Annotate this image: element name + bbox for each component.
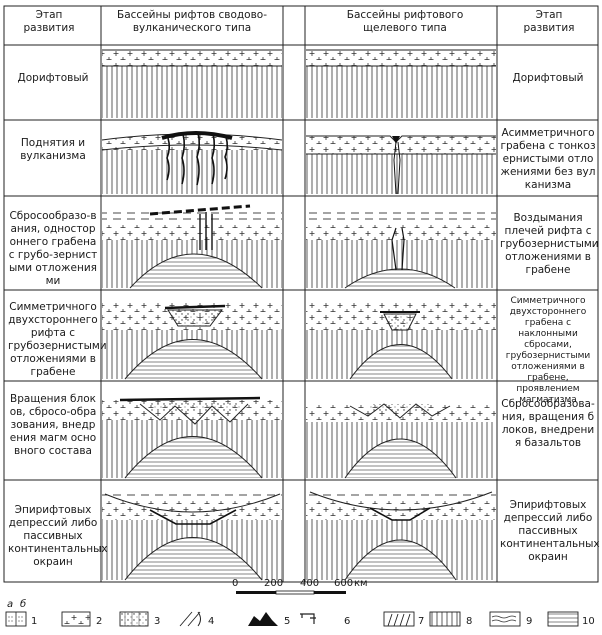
panel-row4-volcanic: [102, 300, 282, 379]
panel-row5-volcanic: [102, 398, 282, 478]
legend-sub-a: а: [7, 599, 13, 611]
legend-num-1: 1: [31, 616, 37, 628]
panel-row1-slit: [306, 50, 496, 118]
stage-left-6: Эпирифтовых депрессий либо пассивных кон…: [8, 504, 98, 569]
panel-row4-slit: [306, 302, 496, 379]
legend-num-3: 3: [154, 616, 160, 628]
scale-unit: км: [354, 578, 368, 590]
legend-num-10: 10: [582, 616, 595, 628]
panel-row3-volcanic: [102, 206, 282, 288]
stage-right-4: Симметричного двухстороннего грабена с н…: [500, 296, 596, 406]
scale-tick-200: 200: [264, 578, 283, 590]
panel-row6-volcanic: [102, 490, 282, 580]
stage-left-3: Сбросообразо-вания, одностороннего грабе…: [8, 210, 98, 288]
panel-row1-volcanic: [102, 50, 282, 118]
header-volcanic-basins: Бассейны рифтов сводово-вулканического т…: [104, 9, 280, 35]
header-stage-left: Этап развития: [12, 9, 86, 35]
header-slit-basins: Бассейны рифтового щелевого типа: [330, 9, 480, 35]
panel-row3-slit: [306, 212, 496, 288]
stage-right-3: Воздымания плечей рифта с грубозернистым…: [500, 212, 596, 277]
stage-right-5: Сбросообразова-ния, вращения блоков, вне…: [500, 398, 596, 450]
legend-num-2: 2: [96, 616, 102, 628]
legend-num-5: 5: [284, 616, 290, 628]
legend-num-7: 7: [418, 616, 424, 628]
scale-bar: [236, 591, 346, 594]
legend-num-6: 6: [344, 616, 350, 628]
legend-num-8: 8: [466, 616, 472, 628]
scale-tick-400: 400: [300, 578, 319, 590]
stage-left-5: Вращения блоков, сбросо-образования, вне…: [8, 393, 98, 458]
stage-right-1: Дорифтовый: [500, 72, 596, 85]
legend-sub-b: б: [20, 599, 26, 611]
panel-row6-slit: [306, 490, 496, 580]
scale-tick-0: 0: [232, 578, 238, 590]
stage-left-4: Симметричного двухстороннего рифта с гру…: [8, 301, 98, 379]
stage-right-2: Асимметричного грабена с тонкозернистыми…: [500, 127, 596, 192]
panel-row5-slit: [306, 404, 496, 478]
legend-swatches: [6, 612, 578, 626]
stage-right-6: Эпирифтовых депрессий либо пассивных кон…: [500, 499, 596, 564]
panel-row2-volcanic: [102, 133, 282, 194]
stage-left-2: Поднятия и вулканизма: [8, 137, 98, 163]
legend-num-4: 4: [208, 616, 214, 628]
scale-tick-600: 600: [334, 578, 353, 590]
panel-row2-slit: [306, 136, 496, 194]
header-stage-right: Этап развития: [512, 9, 586, 35]
stage-left-1: Дорифтовый: [8, 72, 98, 85]
legend-num-9: 9: [526, 616, 532, 628]
